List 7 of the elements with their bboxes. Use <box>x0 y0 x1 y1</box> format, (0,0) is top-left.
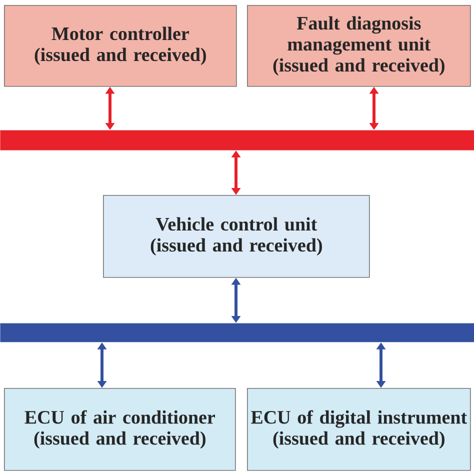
unit-box: ECU of digital instrument (issued and received) <box>247 388 471 471</box>
unit-box: Fault diagnosis management unit (issued and received) <box>247 5 471 87</box>
unit-box: Motor controller (issued and received) <box>4 5 237 87</box>
unit-box: ECU of air conditioner (issued and received) <box>4 388 236 471</box>
bus-bar <box>0 130 474 150</box>
bus-bar <box>0 323 474 342</box>
unit-box: Vehicle control unit (issued and received) <box>103 195 370 278</box>
